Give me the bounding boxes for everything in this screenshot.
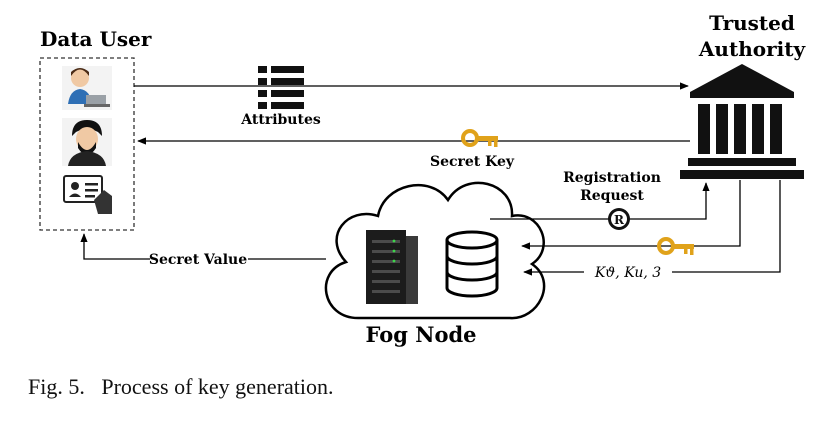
registered-symbol: R <box>614 213 625 227</box>
data-user-label: Data User <box>40 27 152 51</box>
bearded-user-icon <box>62 118 112 166</box>
secret-key-label: Secret Key <box>430 154 515 170</box>
secret-value-label: Secret Value <box>149 252 247 268</box>
key-to-fog-arrow <box>521 180 741 250</box>
figure-caption: Fig. 5. Process of key generation. <box>28 374 334 400</box>
trusted-authority-label-2: Authority <box>698 37 807 61</box>
id-card-hand-icon <box>63 175 112 214</box>
registration-label-1: Registration <box>563 170 661 186</box>
k-values-bg <box>584 264 672 280</box>
user-at-laptop-icon <box>62 66 112 110</box>
k-values-label: Kϑ, Ku, 3 <box>594 265 661 281</box>
cloud-icon <box>324 181 546 320</box>
building-icon <box>680 64 804 179</box>
secret-value-bg <box>150 251 248 267</box>
list-icon <box>258 66 304 109</box>
fog-node-label: Fog Node <box>365 322 476 347</box>
registered-icon: R <box>608 208 630 230</box>
attributes-label: Attributes <box>240 112 321 128</box>
key-icon <box>657 237 694 255</box>
registration-label-2: Request <box>580 188 644 204</box>
caption-fig-number: Fig. 5. <box>28 374 85 399</box>
key-icon <box>461 129 498 147</box>
k-values-arrow <box>523 180 781 276</box>
caption-text: Process of key generation. <box>101 374 334 399</box>
server-rack-icon <box>366 230 418 304</box>
trusted-authority-label-1: Trusted <box>709 11 795 35</box>
database-icon <box>445 230 499 298</box>
registration-arrow <box>490 182 710 220</box>
